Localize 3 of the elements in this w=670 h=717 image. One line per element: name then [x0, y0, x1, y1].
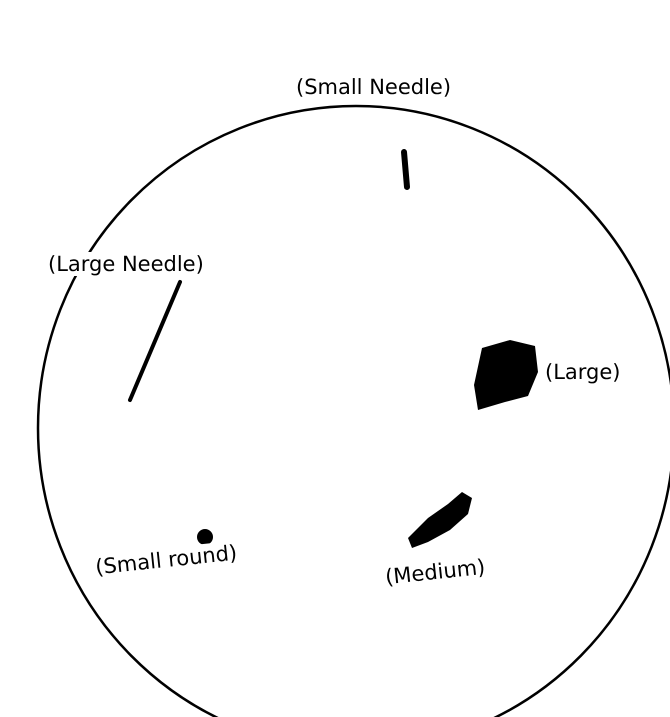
- particle-label: (Large): [545, 360, 620, 384]
- particle-label: (Large Needle): [48, 252, 204, 276]
- particle-label: (Small Needle): [296, 75, 452, 99]
